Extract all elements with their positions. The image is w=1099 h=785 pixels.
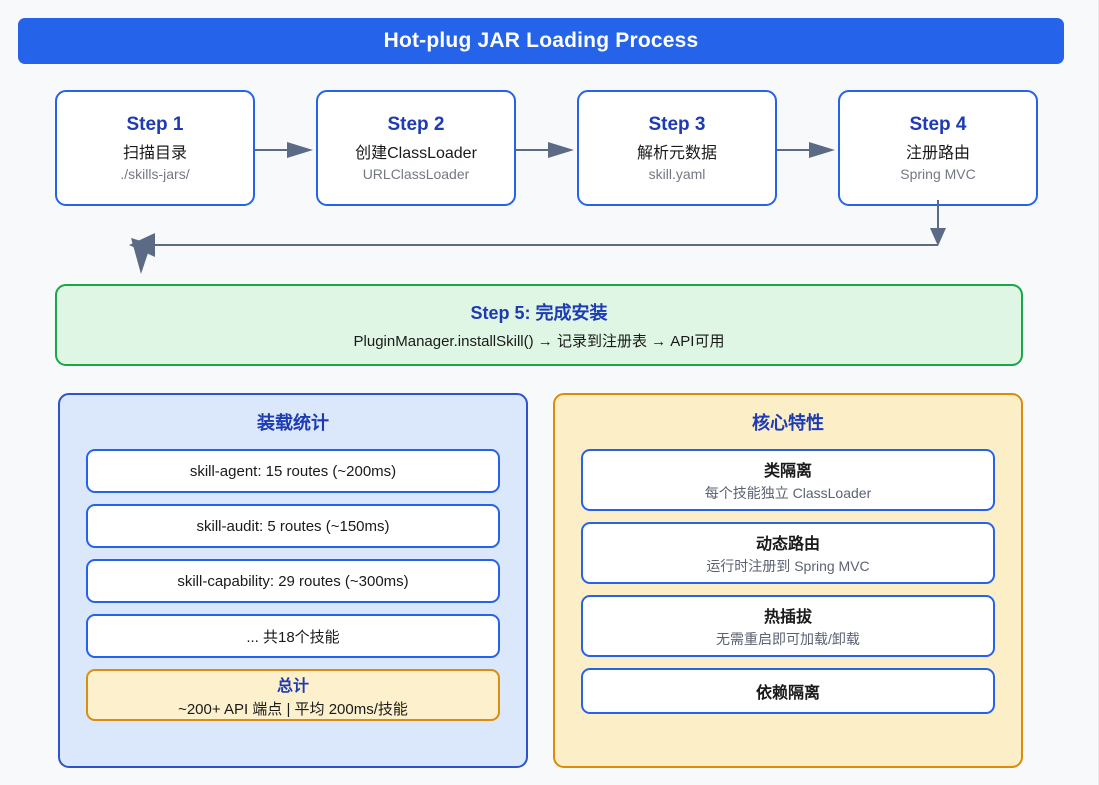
feature-title: 动态路由 bbox=[755, 536, 820, 553]
stat-item[interactable]: skill-audit: 5 routes (~150ms) bbox=[86, 504, 500, 548]
feature-item[interactable]: 热插拔 无需重启即可加载/卸载 bbox=[581, 595, 995, 657]
step-meta: ./skills-jars/ bbox=[120, 166, 190, 182]
stat-item-label: ... 共18个技能 bbox=[246, 628, 340, 646]
step-title: Step 2 bbox=[387, 114, 445, 135]
stats-total-subtitle: ~200+ API 端点 | 平均 200ms/技能 bbox=[178, 700, 408, 718]
feature-subtitle: 无需重启即可加载/卸载 bbox=[716, 631, 860, 647]
arrow-right-icon-2 bbox=[516, 142, 574, 158]
core-features-panel: 核心特性 类隔离 每个技能独立 ClassLoader 动态路由 运行时注册到 … bbox=[553, 393, 1023, 768]
features-panel-title: 核心特性 bbox=[752, 413, 824, 433]
stat-item-label: skill-agent: 15 routes (~200ms) bbox=[189, 462, 397, 480]
diagram-header: Hot-plug JAR Loading Process bbox=[18, 18, 1064, 64]
arrow-right-icon-1 bbox=[255, 142, 313, 158]
flow-step-5[interactable]: Step 5: 完成安装 PluginManager.installSkill(… bbox=[55, 284, 1023, 366]
stats-total-card[interactable]: 总计 ~200+ API 端点 | 平均 200ms/技能 bbox=[86, 669, 500, 721]
feature-item[interactable]: 动态路由 运行时注册到 Spring MVC bbox=[581, 522, 995, 584]
step-title: Step 1 bbox=[126, 114, 184, 135]
feature-subtitle: 每个技能独立 ClassLoader bbox=[704, 485, 872, 501]
stat-item-label: skill-capability: 29 routes (~300ms) bbox=[177, 572, 409, 590]
feature-subtitle: 运行时注册到 Spring MVC bbox=[706, 558, 870, 574]
stats-panel-title: 装载统计 bbox=[257, 413, 329, 433]
step-meta: URLClassLoader bbox=[362, 166, 470, 182]
flow-step-2[interactable]: Step 2 创建ClassLoader URLClassLoader bbox=[316, 90, 516, 206]
feature-item[interactable]: 依赖隔离 bbox=[581, 668, 995, 714]
feature-title: 热插拔 bbox=[763, 609, 812, 626]
arrow-right-icon-3 bbox=[777, 142, 835, 158]
step-title: Step 3 bbox=[648, 114, 706, 135]
step-subtitle: 扫描目录 bbox=[122, 145, 187, 162]
step-subtitle: 注册路由 bbox=[905, 145, 970, 162]
stat-item[interactable]: skill-capability: 29 routes (~300ms) bbox=[86, 559, 500, 603]
stats-total-title: 总计 bbox=[276, 677, 309, 695]
stat-item[interactable]: skill-agent: 15 routes (~200ms) bbox=[86, 449, 500, 493]
flow-step-1[interactable]: Step 1 扫描目录 ./skills-jars/ bbox=[55, 90, 255, 206]
step5-title: Step 5: 完成安装 bbox=[470, 303, 608, 323]
step-title: Step 4 bbox=[909, 114, 967, 135]
step-subtitle: 解析元数据 bbox=[636, 145, 717, 162]
stat-item[interactable]: ... 共18个技能 bbox=[86, 614, 500, 658]
loading-stats-panel: 装载统计 skill-agent: 15 routes (~200ms) ski… bbox=[58, 393, 528, 768]
page-title: Hot-plug JAR Loading Process bbox=[383, 29, 699, 52]
flow-connector-step4-to-step5 bbox=[129, 200, 946, 274]
flow-step-row: Step 1 扫描目录 ./skills-jars/ Step 2 创建Clas… bbox=[55, 90, 1038, 206]
flow-step-3[interactable]: Step 3 解析元数据 skill.yaml bbox=[577, 90, 777, 206]
step5-subtitle: PluginManager.installSkill() → 记录到注册表 → … bbox=[353, 333, 725, 350]
step-meta: skill.yaml bbox=[648, 166, 706, 182]
feature-title: 依赖隔离 bbox=[755, 685, 820, 702]
feature-item[interactable]: 类隔离 每个技能独立 ClassLoader bbox=[581, 449, 995, 511]
stat-item-label: skill-audit: 5 routes (~150ms) bbox=[196, 517, 390, 535]
feature-title: 类隔离 bbox=[763, 463, 812, 480]
step-subtitle: 创建ClassLoader bbox=[355, 145, 477, 162]
flow-step-4[interactable]: Step 4 注册路由 Spring MVC bbox=[838, 90, 1038, 206]
step-meta: Spring MVC bbox=[900, 166, 976, 182]
